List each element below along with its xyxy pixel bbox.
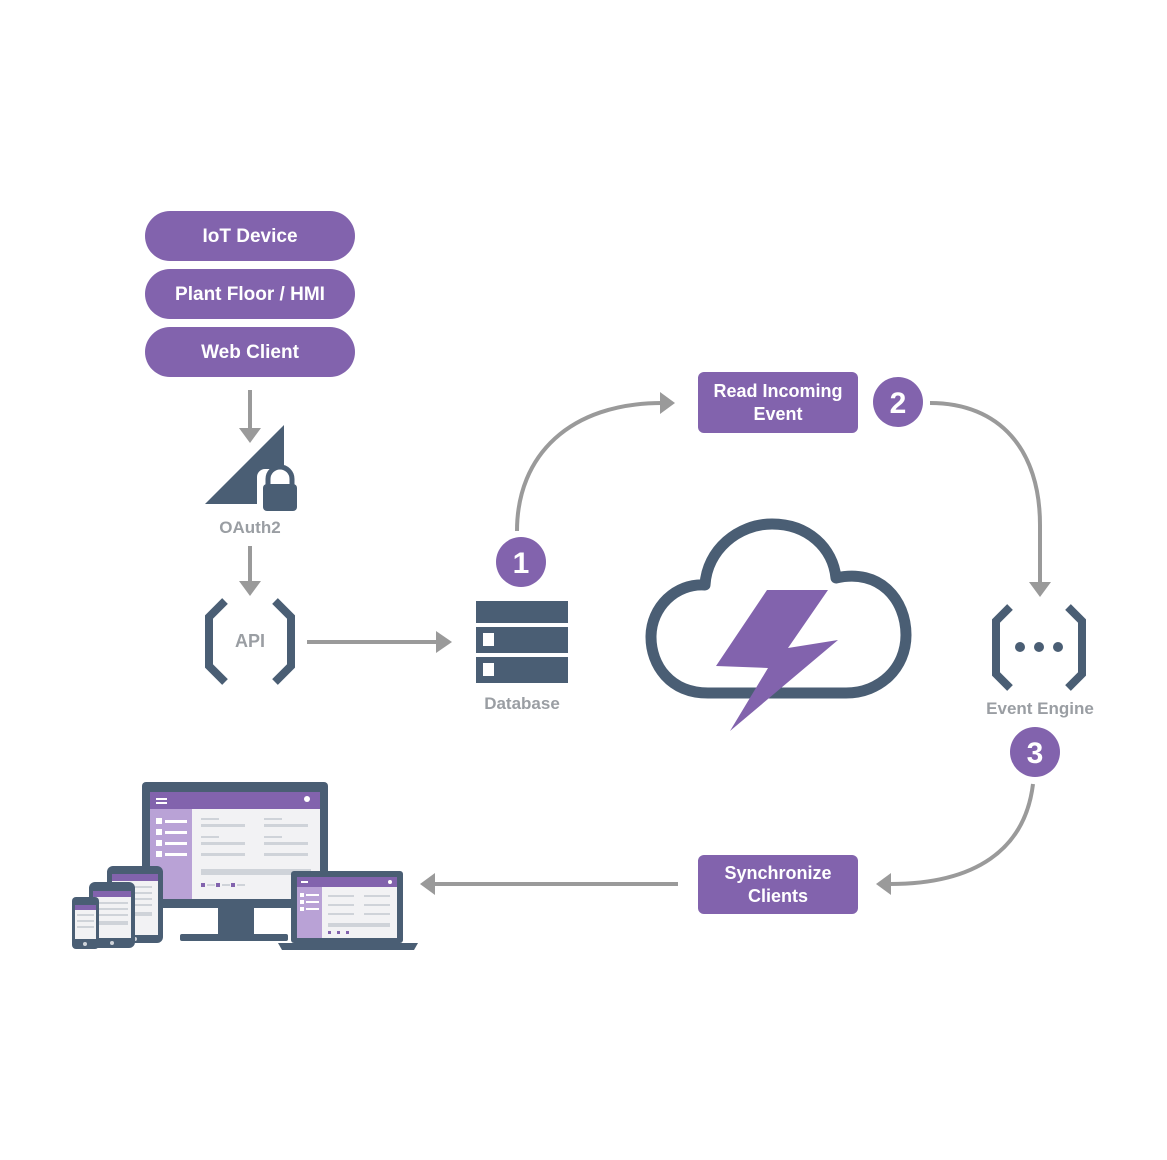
phone-icon — [89, 882, 135, 948]
step-3-badge: 3 — [1010, 727, 1060, 777]
small-phone-icon — [72, 897, 99, 949]
arrow-sources-to-oauth — [239, 390, 261, 443]
arrow-sync-to-devices — [420, 873, 678, 895]
source-plant-floor-hmi: Plant Floor / HMI — [145, 269, 355, 319]
api-icon: API — [205, 598, 295, 685]
source-iot-device: IoT Device — [145, 211, 355, 261]
arrow-read-event-to-engine — [929, 401, 1051, 597]
read-event-line2: Event — [753, 404, 802, 424]
event-engine-icon — [992, 604, 1086, 691]
oauth-label: OAuth2 — [219, 518, 280, 537]
arrow-oauth-to-api — [239, 546, 261, 596]
step-1-badge: 1 — [496, 537, 546, 587]
cloud-lightning-icon — [645, 518, 912, 731]
source-plant-floor-label: Plant Floor / HMI — [175, 284, 325, 305]
laptop-icon — [278, 871, 418, 950]
devices-icon — [72, 782, 418, 950]
arrow-engine-to-sync — [876, 783, 1035, 895]
database-icon — [476, 601, 568, 683]
step-1-number: 1 — [513, 547, 530, 580]
step-2-badge: 2 — [873, 377, 923, 427]
oauth-icon — [205, 425, 301, 517]
lock-icon — [257, 464, 301, 517]
synchronize-clients-box: Synchronize Clients — [698, 855, 858, 914]
event-engine-label: Event Engine — [986, 699, 1094, 718]
source-web-client-label: Web Client — [201, 342, 299, 363]
step-3-number: 3 — [1027, 737, 1044, 770]
sync-clients-line2: Clients — [748, 886, 808, 906]
sync-clients-line1: Synchronize — [724, 863, 831, 883]
arrow-api-to-database — [307, 631, 452, 653]
arrow-database-to-read-event — [515, 392, 675, 532]
source-iot-device-label: IoT Device — [202, 226, 297, 247]
database-label: Database — [484, 694, 560, 713]
api-label: API — [235, 631, 265, 651]
step-2-number: 2 — [890, 387, 907, 420]
read-incoming-event-box: Read Incoming Event — [698, 372, 858, 433]
read-event-line1: Read Incoming — [713, 381, 842, 401]
source-web-client: Web Client — [145, 327, 355, 377]
